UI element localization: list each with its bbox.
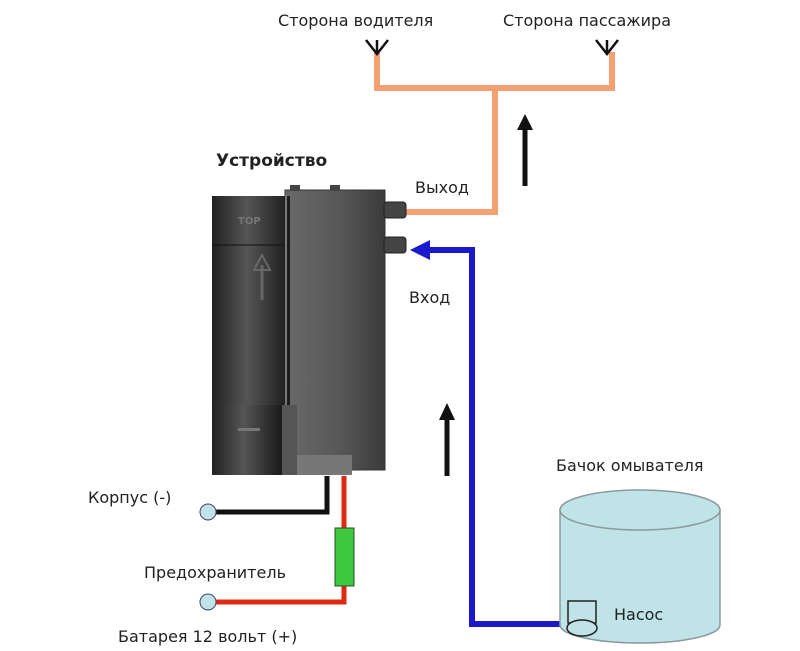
power-wire: [214, 476, 347, 605]
ground-label: Корпус (-): [88, 488, 171, 507]
outlet-label: Выход: [415, 178, 469, 197]
battery-terminal: [199, 593, 217, 611]
inlet-pipe: [428, 247, 575, 627]
driver-side-label: Сторона водителя: [278, 11, 433, 30]
washer-tank-label: Бачок омывателя: [556, 456, 704, 475]
inlet-connector: [383, 236, 407, 254]
outlet-pipe: [374, 52, 615, 215]
inlet-arrow-icon: [410, 240, 430, 260]
nozzle-driver-icon: [365, 39, 389, 57]
battery-label: Батарея 12 вольт (+): [118, 627, 297, 646]
heater-device: TOP: [212, 185, 407, 475]
device-top-mark: TOP: [238, 216, 261, 227]
ground-terminal: [199, 503, 217, 521]
inlet-label: Вход: [409, 288, 450, 307]
fuse-label: Предохранитель: [144, 563, 286, 582]
fuse-icon: [334, 527, 355, 587]
pump-label: Насос: [614, 605, 663, 624]
outlet-connector: [383, 201, 407, 219]
ground-wire: [214, 476, 330, 515]
flow-up-arrow-icon: [517, 114, 533, 186]
washer-tank: [559, 489, 721, 644]
passenger-side-label: Сторона пассажира: [503, 11, 671, 30]
nozzle-passenger-icon: [595, 39, 619, 57]
device-title: Устройство: [216, 151, 327, 171]
flow-up-arrow-icon: [439, 403, 455, 476]
pump-icon: [566, 600, 598, 637]
device-up-arrow-icon: [252, 252, 272, 300]
